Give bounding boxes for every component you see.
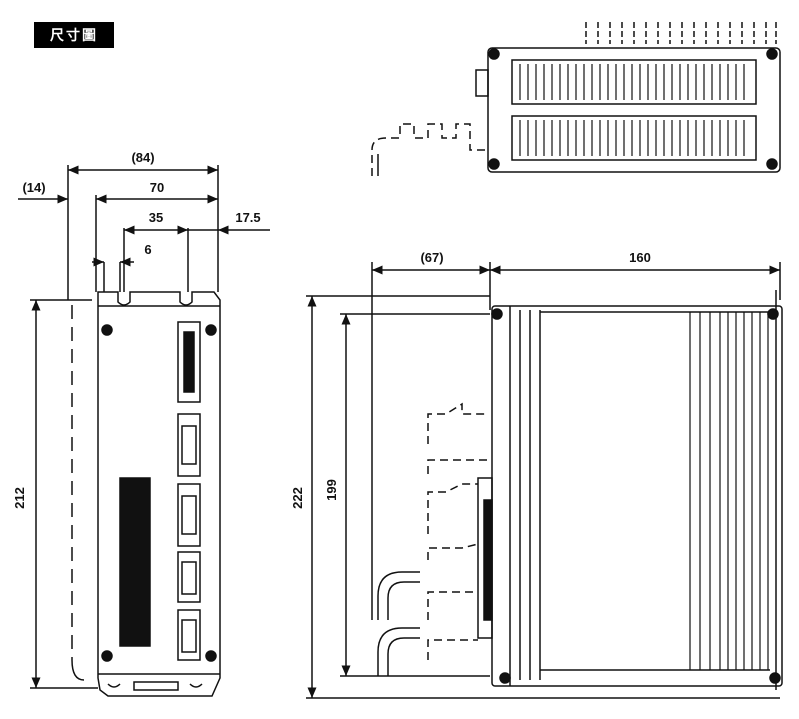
- dim-body-width-label: 70: [150, 180, 164, 195]
- top-view: [371, 22, 781, 176]
- dim-hole-spacing-label: 35: [149, 210, 163, 225]
- side-view: [306, 262, 783, 699]
- dim-connector-depth-label: (67): [420, 250, 443, 265]
- dim-right-margin-label: 17.5: [235, 210, 260, 225]
- dim-left-offset-label: (14): [22, 180, 45, 195]
- front-view: [18, 165, 270, 697]
- dim-inner-height-label: 199: [324, 479, 339, 501]
- dim-overall-height-label: 222: [290, 487, 305, 509]
- dim-height-label: 212: [12, 487, 27, 509]
- dim-overall-width-label: (84): [131, 150, 154, 165]
- drawing-title: 尺寸圖: [34, 22, 114, 48]
- dim-body-depth-label: 160: [629, 250, 651, 265]
- dim-slot-width-label: 6: [144, 242, 151, 257]
